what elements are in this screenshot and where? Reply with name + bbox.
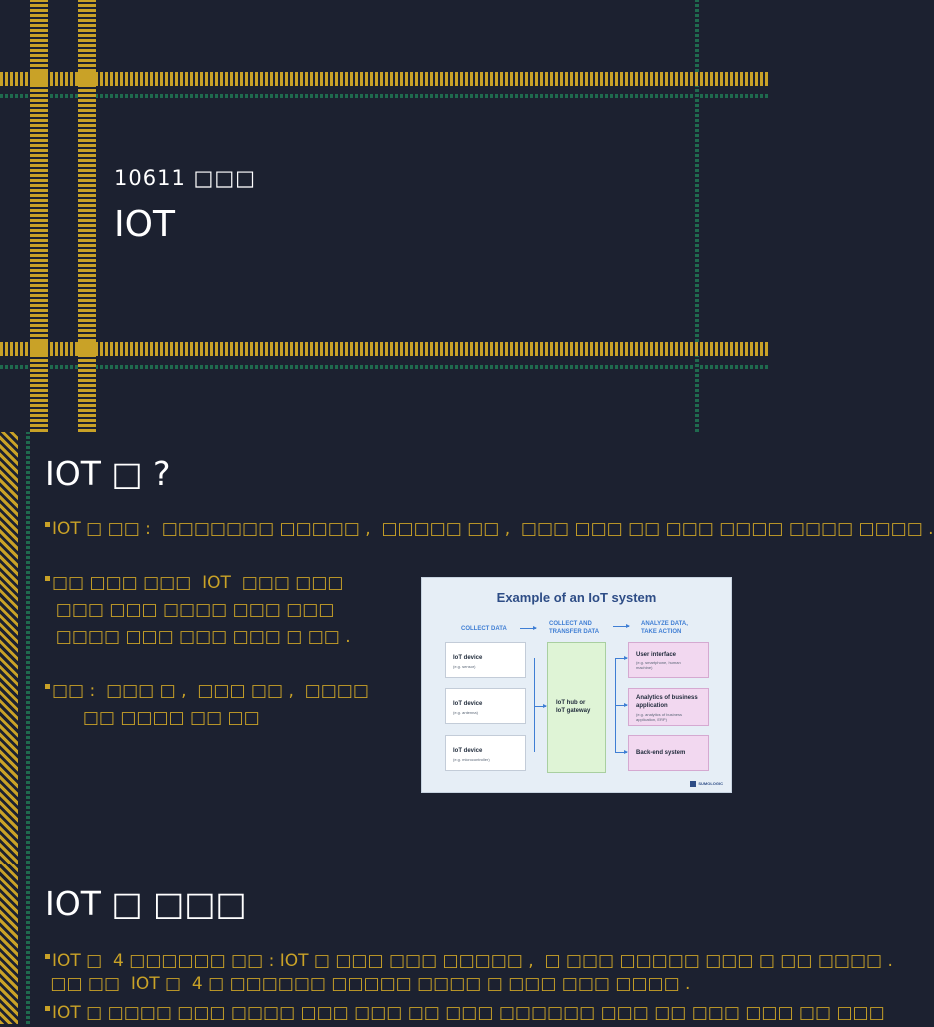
bullet-icon — [45, 954, 50, 959]
output-box: Back-end system — [628, 735, 709, 771]
bullet-text: □□ : □□□ □ , □□□ □□ , □□□□ □□ □□□□ □□ □□ — [52, 681, 369, 728]
title-slide: 10611 □□□ IOT — [0, 0, 768, 432]
plaid-bar — [30, 0, 48, 432]
plaid-bar — [0, 342, 768, 356]
hub-label: IoT hub or IoT gateway — [556, 700, 591, 714]
iot-system-diagram: Example of an IoT system COLLECT DATA CO… — [421, 577, 732, 793]
bullet-icon — [45, 684, 50, 689]
bullet-icon — [45, 522, 50, 527]
device-label: IoT device — [453, 701, 483, 707]
diagram-column-label: COLLECT AND TRANSFER DATA — [549, 621, 600, 635]
bullet-item: IOT □ □□ : □□□□□□□ □□□□□ , □□□□□ □□ , □□… — [45, 516, 934, 543]
arrow-icon — [613, 624, 630, 628]
iot-device-box: IoT device (e.g. microcontroller) — [445, 735, 526, 771]
output-sub: (e.g. smartphone, human machine) — [636, 660, 681, 670]
iot-device-box: IoT device (e.g. sensor) — [445, 642, 526, 678]
output-label: Analytics of business application — [636, 695, 698, 709]
diagram-title: Example of an IoT system — [496, 590, 657, 605]
slide-heading: IOT □ ? — [45, 454, 171, 493]
device-label: IoT device — [453, 655, 483, 661]
device-sub: (e.g. antenna) — [453, 710, 478, 715]
connector-line — [534, 658, 535, 752]
plaid-line — [0, 365, 768, 369]
output-box: User interface (e.g. smartphone, human m… — [628, 642, 709, 678]
plaid-line — [695, 0, 699, 432]
plaid-bar — [0, 72, 768, 86]
plaid-line — [0, 94, 768, 98]
iot-device-box: IoT device (e.g. antenna) — [445, 688, 526, 724]
bullet-item: IOT □ □□□□ □□□ □□□□ □□□ □□□ □□ □□□ □□□□□… — [45, 1000, 885, 1027]
logo-text: SUMOLOGIC — [698, 781, 723, 787]
arrow-icon — [615, 750, 628, 754]
content-slide-what-is-iot: IOT □ ? IOT □ □□ : □□□□□□□ □□□□□ , □□□□□… — [0, 432, 934, 864]
iot-hub-box: IoT hub or IoT gateway — [547, 642, 606, 773]
arrow-icon — [534, 704, 547, 708]
bullet-icon — [45, 1006, 50, 1011]
output-sub: (e.g. analytics of business application,… — [636, 712, 683, 722]
bullet-item: □□ □□□ □□□ IOT □□□ □□□ □□□ □□□ □□□□ □□□ … — [45, 570, 351, 651]
bullet-item: IOT □ 4 □□□□□□ □□ : IOT □ □□□ □□□ □□□□□ … — [45, 950, 893, 996]
plaid-cross — [30, 72, 48, 86]
plaid-bar — [78, 0, 96, 432]
bullet-text: IOT □ 4 □□□□□□ □□ : IOT □ □□□ □□□ □□□□□ … — [50, 951, 893, 994]
arrow-icon — [615, 703, 628, 707]
device-label: IoT device — [453, 748, 483, 754]
device-sub: (e.g. microcontroller) — [453, 757, 490, 762]
stripe-gap — [18, 864, 28, 1024]
side-stripe — [0, 432, 18, 864]
output-box: Analytics of business application (e.g. … — [628, 688, 709, 726]
plaid-cross — [78, 72, 96, 86]
slide-heading: IOT □ □□□ — [45, 884, 247, 923]
arrow-icon — [520, 626, 537, 630]
device-sub: (e.g. sensor) — [453, 664, 476, 669]
diagram-column-label: COLLECT DATA — [461, 626, 507, 632]
bullet-item: □□ : □□□ □ , □□□ □□ , □□□□ □□ □□□□ □□ □□ — [45, 678, 369, 732]
plaid-cross — [78, 342, 96, 356]
slide-subtitle: 10611 □□□ — [114, 166, 257, 190]
side-stripe-thin — [26, 864, 30, 1024]
side-stripe — [0, 864, 18, 1024]
stripe-gap — [18, 432, 28, 864]
bullet-text: IOT □ □□□□ □□□ □□□□ □□□ □□□ □□ □□□ □□□□□… — [52, 1003, 885, 1023]
sumologic-logo: SUMOLOGIC — [690, 781, 723, 787]
bullet-text: IOT □ □□ : □□□□□□□ □□□□□ , □□□□□ □□ , □□… — [52, 519, 934, 539]
plaid-cross — [30, 342, 48, 356]
bullet-icon — [45, 576, 50, 581]
arrow-icon — [615, 656, 628, 660]
bullet-text: □□ □□□ □□□ IOT □□□ □□□ □□□ □□□ □□□□ □□□ … — [52, 573, 351, 647]
slide-title: IOT — [114, 204, 175, 245]
content-slide-importance: IOT □ □□□ IOT □ 4 □□□□□□ □□ : IOT □ □□□ … — [0, 864, 893, 1024]
output-label: Back-end system — [636, 750, 686, 756]
diagram-column-label: ANALYZE DATA, TAKE ACTION — [641, 621, 688, 635]
output-label: User interface — [636, 652, 677, 658]
side-stripe-thin — [26, 432, 30, 864]
